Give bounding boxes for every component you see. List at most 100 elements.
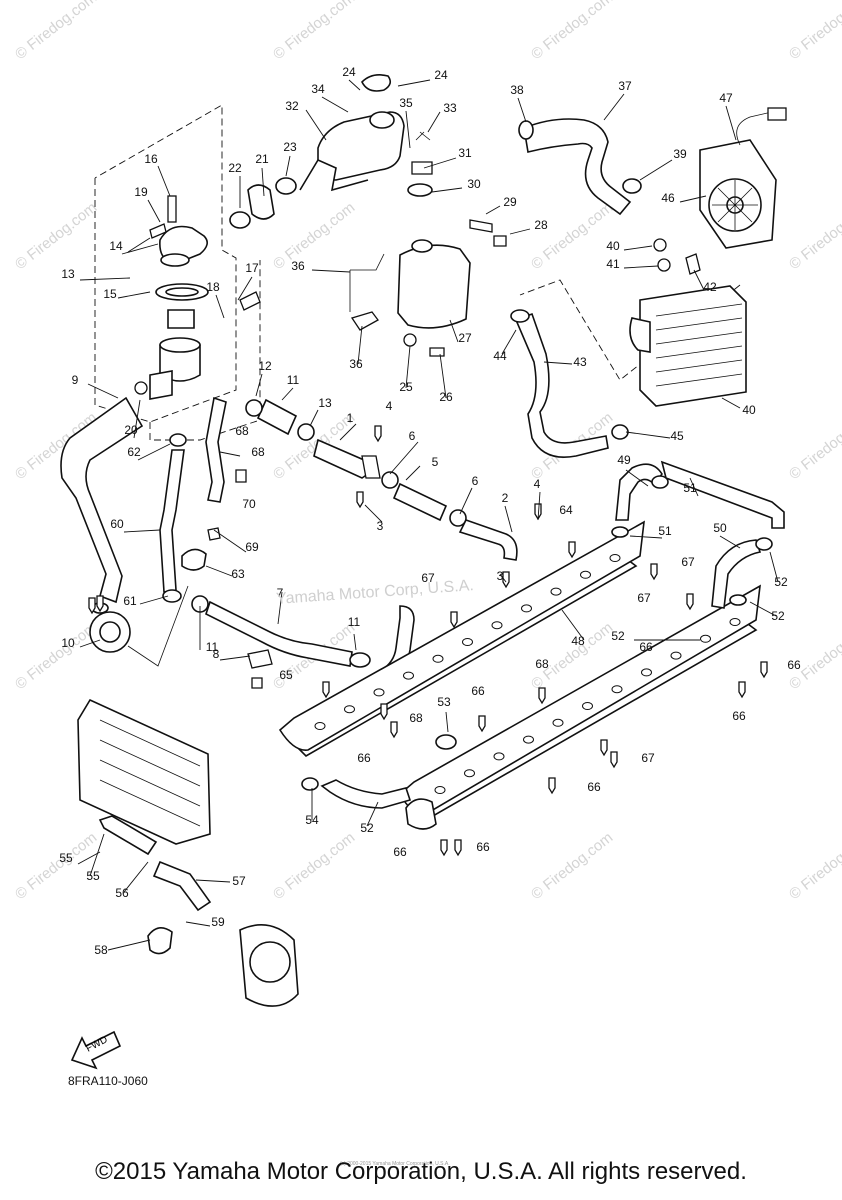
clip-fastener xyxy=(88,597,96,615)
leader-line xyxy=(679,195,707,203)
watermark-text: © Firedog.com xyxy=(786,409,842,483)
callout-60: 60 xyxy=(110,517,124,531)
clip-fastener xyxy=(534,503,542,521)
leader-line xyxy=(123,861,149,893)
rail-hoses-51 xyxy=(611,460,785,609)
rail-hole xyxy=(609,554,621,562)
callout-6: 6 xyxy=(472,474,479,488)
leader-line xyxy=(509,228,531,235)
callout-37: 37 xyxy=(618,79,632,93)
leader-line xyxy=(719,535,741,549)
watermark-text: © Firedog.com xyxy=(528,0,616,63)
rail-hole xyxy=(462,638,473,646)
callout-3: 3 xyxy=(497,569,504,583)
callout-17: 17 xyxy=(245,261,259,275)
callout-40: 40 xyxy=(606,239,620,253)
callout-35: 35 xyxy=(399,96,413,110)
leader-line xyxy=(255,373,263,397)
callout-51: 51 xyxy=(658,524,672,538)
leader-line xyxy=(504,505,513,533)
clip-fastener xyxy=(650,563,658,581)
assembly-outline xyxy=(94,104,741,441)
leader-line xyxy=(213,529,247,553)
leader-line xyxy=(137,443,171,461)
callout-41: 41 xyxy=(606,257,620,271)
callout-16: 16 xyxy=(144,152,158,166)
callout-11: 11 xyxy=(287,373,300,387)
callout-38: 38 xyxy=(510,83,524,97)
leader-line xyxy=(445,711,449,733)
rail-hole xyxy=(344,705,355,714)
callout-39: 39 xyxy=(673,147,687,161)
rail-hole xyxy=(611,685,623,694)
callout-43: 43 xyxy=(573,355,587,369)
callout-15: 15 xyxy=(103,287,117,301)
callout-3: 3 xyxy=(377,519,384,533)
rail-hole xyxy=(582,702,593,710)
callout-48: 48 xyxy=(571,634,585,648)
callout-12: 12 xyxy=(258,359,272,373)
callout-52: 52 xyxy=(774,575,788,589)
watermark-text: © Firedog.com xyxy=(270,829,358,903)
rail-hole xyxy=(729,618,741,626)
leader-line xyxy=(353,633,357,651)
leader-line xyxy=(215,294,225,319)
callout-67: 67 xyxy=(641,751,655,765)
leader-line xyxy=(625,469,649,487)
callout-66: 66 xyxy=(476,840,490,854)
callout-64: 64 xyxy=(559,503,573,517)
leader-line xyxy=(423,157,457,169)
callout-27: 27 xyxy=(458,331,472,345)
left-hose-pump xyxy=(60,396,189,667)
callout-53: 53 xyxy=(437,695,451,709)
leader-line xyxy=(139,595,169,605)
diagram-code: 8FRA110-J060 xyxy=(68,1074,148,1088)
watermark-text: © Firedog.com xyxy=(270,0,358,63)
leader-line xyxy=(107,939,151,951)
heat-exchanger xyxy=(77,698,457,1007)
callout-66: 66 xyxy=(393,845,407,859)
callout-23: 23 xyxy=(283,140,297,154)
callout-68: 68 xyxy=(251,445,265,459)
rail-hole xyxy=(521,604,532,613)
callout-71: 71 xyxy=(0,0,7,3)
callout-66: 66 xyxy=(787,658,801,672)
callout-54: 54 xyxy=(305,813,319,827)
clip-fastener xyxy=(738,681,746,699)
leader-line xyxy=(89,833,105,877)
leader-line xyxy=(357,325,363,365)
clip-fastener xyxy=(454,839,462,857)
clip-fastener xyxy=(502,571,510,589)
leader-line xyxy=(431,187,463,193)
callout-55: 55 xyxy=(59,851,73,865)
clip-fastener xyxy=(686,593,694,611)
clip-fastener xyxy=(390,721,398,739)
rail-hole xyxy=(434,786,446,794)
callout-34: 34 xyxy=(311,82,325,96)
leader-line xyxy=(366,801,379,827)
leader-line xyxy=(261,167,265,197)
callout-10: 10 xyxy=(61,636,75,650)
rail-hole xyxy=(464,769,475,778)
leader-line xyxy=(219,451,241,457)
callout-7: 7 xyxy=(277,586,284,600)
callout-40: 40 xyxy=(742,403,756,417)
clip-fastener xyxy=(760,661,768,679)
callout-51: 51 xyxy=(683,481,697,495)
rail-hole xyxy=(641,668,652,677)
leader-line xyxy=(689,477,699,497)
leader-line xyxy=(79,277,131,281)
coolant-rail-50 xyxy=(278,520,645,757)
leader-line xyxy=(157,165,171,197)
clip-fastener xyxy=(538,687,546,705)
leader-line xyxy=(405,345,411,389)
callout-36: 36 xyxy=(349,357,363,371)
callout-24: 24 xyxy=(434,68,448,82)
callout-66: 66 xyxy=(732,709,746,723)
rail-hole xyxy=(670,651,682,660)
leader-line xyxy=(364,504,383,523)
leader-line xyxy=(561,609,585,641)
callout-67: 67 xyxy=(421,571,435,585)
clip-fastener xyxy=(450,611,458,629)
